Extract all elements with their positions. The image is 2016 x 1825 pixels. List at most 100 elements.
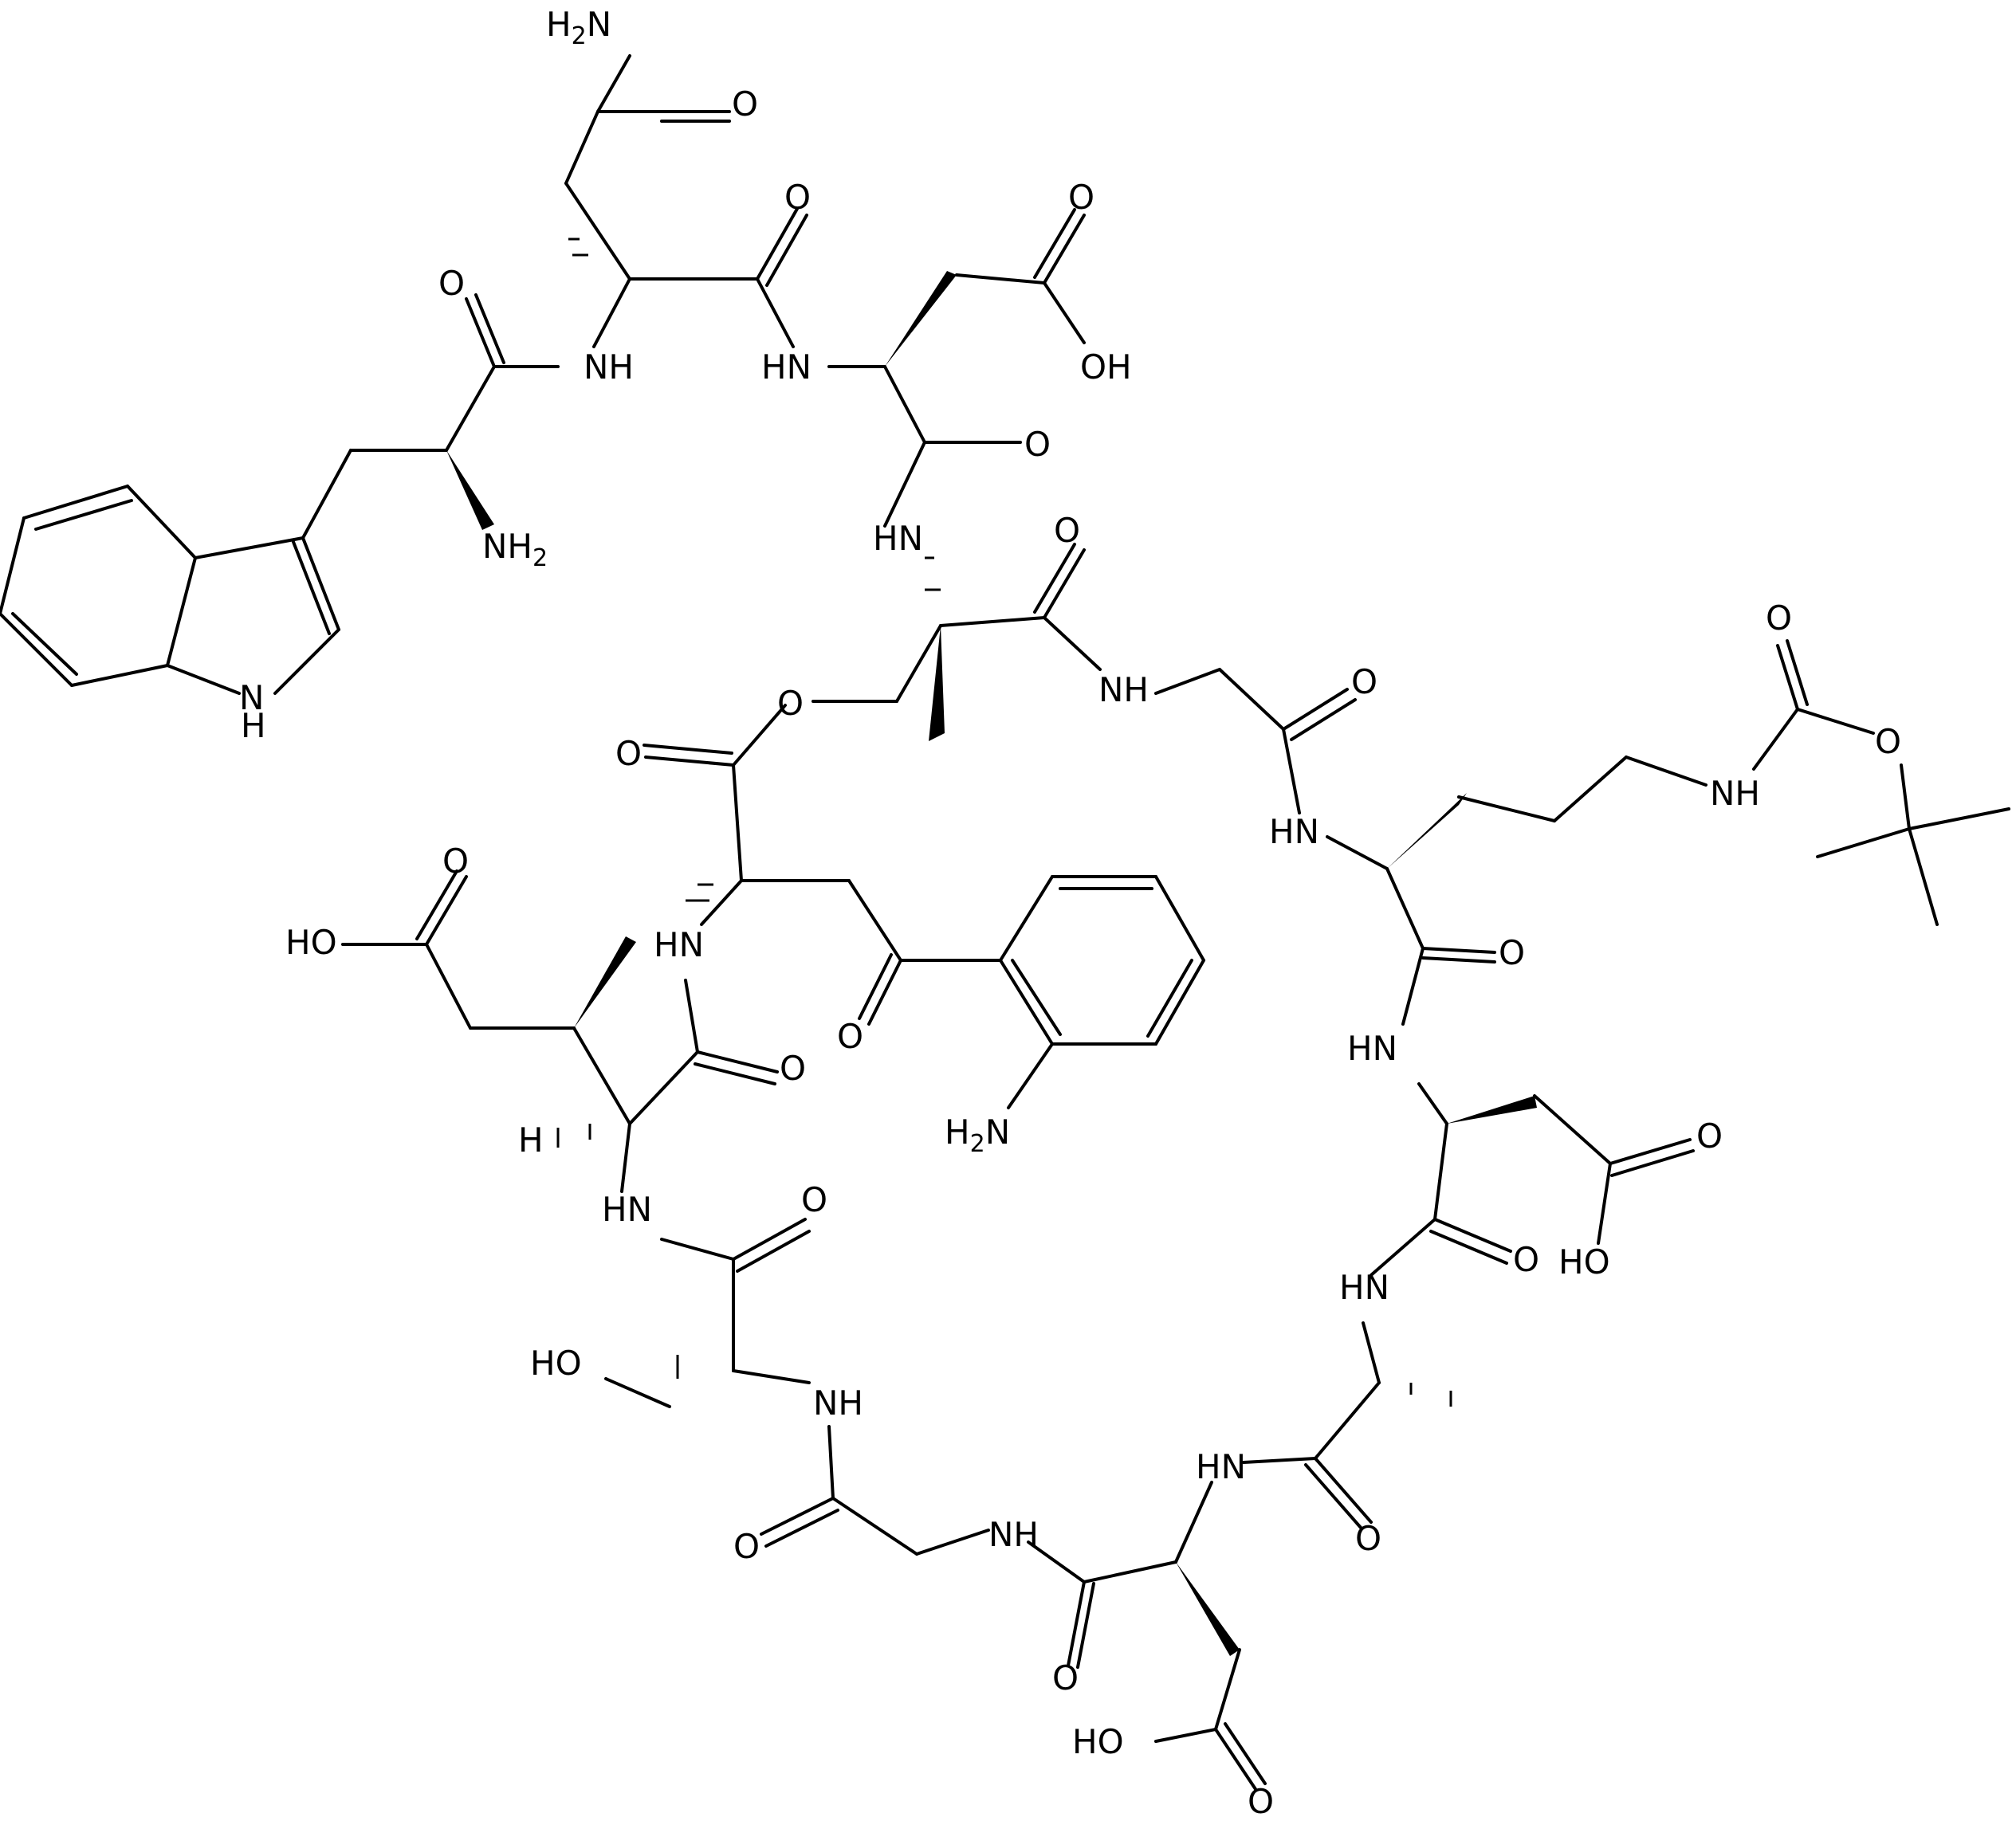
wedge-bond — [1447, 1096, 1537, 1124]
bond — [883, 441, 926, 528]
bond — [694, 1062, 776, 1085]
bond — [474, 293, 505, 364]
bond — [22, 485, 129, 520]
bond — [1033, 208, 1076, 279]
bond — [1218, 668, 1285, 731]
atom-labels: H2N O O O O NH HN OH NH2 O HN O N H O NH… — [239, 5, 1901, 1821]
bond — [684, 979, 699, 1054]
bond — [596, 54, 631, 113]
bond — [1076, 1582, 1095, 1669]
bond — [1154, 668, 1221, 695]
atom-label: O — [837, 1017, 863, 1056]
wedge-bond — [446, 450, 494, 530]
bond — [34, 499, 133, 531]
bond — [1417, 1082, 1448, 1125]
bond — [732, 1218, 807, 1261]
atom-label: HO — [530, 1344, 582, 1383]
bond — [1429, 1230, 1508, 1265]
bond — [1154, 875, 1205, 962]
atom-label: O — [732, 84, 758, 124]
bond — [1027, 1540, 1086, 1584]
bond — [1146, 959, 1193, 1038]
atom-label: O — [442, 842, 469, 881]
atom-label: HN — [873, 519, 923, 558]
bond — [1214, 1728, 1257, 1791]
bond — [1776, 644, 1799, 711]
bond — [1533, 1094, 1612, 1165]
atom-label: O — [1068, 178, 1094, 217]
atom-label: HN — [654, 925, 704, 964]
bond — [564, 182, 631, 281]
bond — [1224, 1722, 1267, 1785]
atom-label: HO — [285, 923, 337, 962]
atom-label: NH — [1098, 670, 1149, 709]
bond — [425, 943, 472, 1030]
wedge-bond — [1176, 1562, 1240, 1656]
bond — [1043, 548, 1086, 619]
bond — [760, 1497, 835, 1536]
atom-label: O — [784, 178, 811, 217]
atom-label: O — [615, 734, 642, 773]
bond — [1154, 959, 1205, 1046]
atom-label: O — [1355, 1519, 1381, 1558]
bond — [1610, 1149, 1695, 1177]
bond — [1401, 947, 1425, 1026]
atom-label: NH — [988, 1515, 1039, 1554]
bond — [1362, 1321, 1381, 1384]
bond — [643, 744, 733, 755]
bond — [445, 365, 496, 452]
bond — [883, 365, 926, 444]
atom-label: O — [1513, 1240, 1539, 1279]
bond — [1304, 1463, 1363, 1530]
bond — [867, 959, 902, 1026]
bond — [1908, 827, 1939, 926]
bond — [465, 297, 496, 368]
bond — [0, 612, 73, 687]
bond — [939, 616, 1046, 627]
bond — [425, 875, 468, 946]
bond — [1796, 708, 1875, 735]
bond — [1553, 756, 1628, 822]
atom-label: NH — [813, 1383, 863, 1423]
bond — [1290, 698, 1357, 741]
bond — [736, 1230, 811, 1273]
atom-label: O — [777, 684, 804, 723]
bond — [732, 1369, 811, 1384]
bond — [1083, 1560, 1177, 1584]
atom-label: O — [1052, 1658, 1079, 1697]
wedge-bond — [574, 936, 636, 1028]
bond — [292, 540, 331, 635]
atom-label: O — [1499, 933, 1525, 972]
bond — [126, 485, 197, 559]
wedge-bond — [929, 626, 945, 741]
bond — [1786, 639, 1809, 706]
bond — [1033, 543, 1076, 614]
bond — [999, 875, 1054, 962]
atom-label: O — [801, 1180, 827, 1219]
bond — [166, 556, 197, 667]
bond — [1282, 688, 1349, 731]
bond — [1326, 835, 1389, 870]
bond — [1007, 1042, 1054, 1109]
bond — [847, 879, 902, 962]
bond-layer — [0, 54, 2010, 1791]
bond — [1242, 1457, 1317, 1464]
bond — [1011, 959, 1062, 1036]
bond — [765, 214, 808, 287]
atom-label: HN — [1339, 1268, 1389, 1307]
bond — [1421, 947, 1496, 954]
atom-label: H — [518, 1121, 544, 1160]
bond — [764, 1509, 839, 1548]
bond — [592, 277, 631, 348]
bond — [1816, 827, 1911, 858]
bond — [827, 1425, 835, 1500]
atom-label: HO — [1072, 1722, 1124, 1761]
atom-label: O — [1696, 1117, 1723, 1156]
bond — [1282, 728, 1301, 814]
atom-label: O — [1024, 425, 1051, 464]
atom-label: O — [1875, 722, 1901, 761]
stereo-bonds — [446, 271, 1537, 1656]
atom-label: H2N — [945, 1113, 1010, 1158]
bond — [1314, 1381, 1381, 1460]
